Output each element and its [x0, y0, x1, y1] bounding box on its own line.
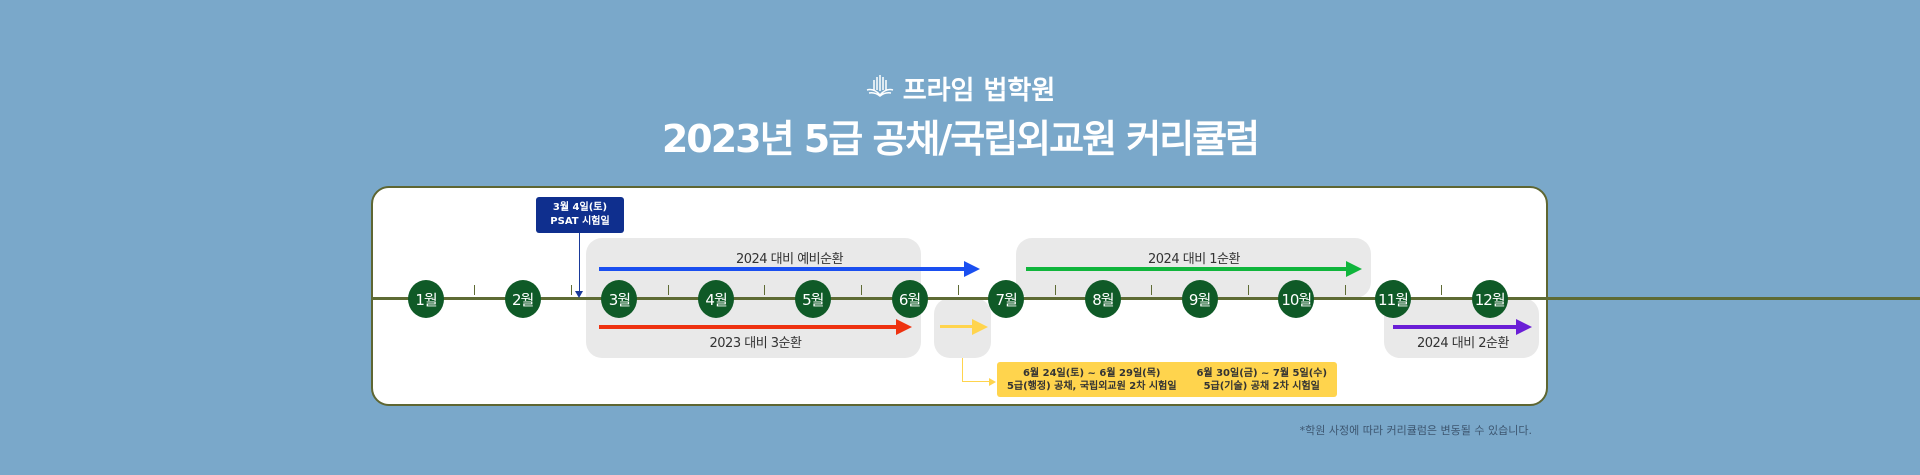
brand-logo: 프라임 법학원 [0, 70, 1920, 107]
timeline-tick [1054, 285, 1056, 295]
psat-arrowhead-icon [575, 291, 583, 298]
psat-label: PSAT 시험일 [550, 216, 610, 227]
exam-arrow [940, 319, 988, 335]
footnote: *학원 사정에 따라 커리큘럼은 변동될 수 있습니다. [1299, 424, 1532, 437]
month-marker: 5월 [794, 280, 831, 318]
prelim-arrow [599, 261, 980, 277]
month-marker: 3월 [601, 280, 638, 318]
first-label: 2024 대비 1순환 [1148, 252, 1240, 267]
third-label: 2023 대비 3순환 [709, 336, 802, 351]
prelim-label: 2024 대비 예비순환 [735, 252, 844, 267]
timeline-tick [1151, 285, 1153, 295]
second-arrow [1393, 319, 1532, 335]
exam-arrowhead-icon [989, 378, 996, 386]
timeline-tick [1441, 285, 1443, 295]
timeline-axis [371, 297, 1920, 300]
brand-name: 프라임 법학원 [902, 76, 1056, 106]
first-arrow [1026, 261, 1362, 277]
psat-callout: 3월 4일(토) PSAT 시험일 [536, 197, 624, 233]
timeline-tick [571, 285, 573, 295]
exam-tech-label: 5급(기술) 공채 2차 시험일 [1203, 380, 1320, 392]
exam-connector-h [962, 381, 990, 382]
second-label: 2024 대비 2순환 [1417, 336, 1509, 351]
timeline-tick [957, 285, 959, 295]
exam-tech-date: 6월 30일(금) ~ 7월 5일(수) [1196, 367, 1328, 379]
timeline-tick [1344, 285, 1346, 295]
month-marker: 10월 [1278, 280, 1315, 318]
month-marker: 1월 [408, 280, 444, 318]
month-marker: 8월 [1084, 280, 1121, 318]
month-marker: 12월 [1471, 280, 1508, 318]
timeline-tick [1247, 285, 1249, 295]
exam-admin-label: 5급(행정) 공채, 국립외교원 2차 시험일 [1006, 380, 1177, 392]
exam-admin-date: 6월 24일(토) ~ 6월 29일(목) [1022, 367, 1161, 379]
month-marker: 9월 [1181, 280, 1218, 318]
psat-connector [579, 233, 580, 293]
exam-admin: 6월 24일(토) ~ 6월 29일(목)5급(행정) 공채, 국립외교원 2차… [1007, 367, 1177, 393]
exam-tech: 6월 30일(금) ~ 7월 5일(수)5급(기술) 공채 2차 시험일 [1196, 367, 1327, 393]
psat-date: 3월 4일(토) [552, 202, 608, 213]
month-marker: 11월 [1375, 280, 1411, 318]
timeline-tick [667, 285, 669, 295]
exam-connector [962, 358, 963, 381]
timeline-tick [764, 285, 766, 295]
month-marker: 2월 [504, 280, 541, 318]
month-marker: 6월 [891, 280, 928, 318]
month-marker: 7월 [988, 280, 1025, 318]
page-title: 2023년 5급 공채/국립외교원 커리큘럼 [661, 117, 1260, 161]
book-logo-icon [865, 72, 895, 105]
timeline-tick [474, 285, 476, 295]
month-marker: 4월 [698, 280, 735, 318]
third-arrow [599, 319, 912, 335]
exam-dates-box: 6월 24일(토) ~ 6월 29일(목)5급(행정) 공채, 국립외교원 2차… [997, 362, 1337, 397]
timeline-tick [861, 285, 863, 295]
